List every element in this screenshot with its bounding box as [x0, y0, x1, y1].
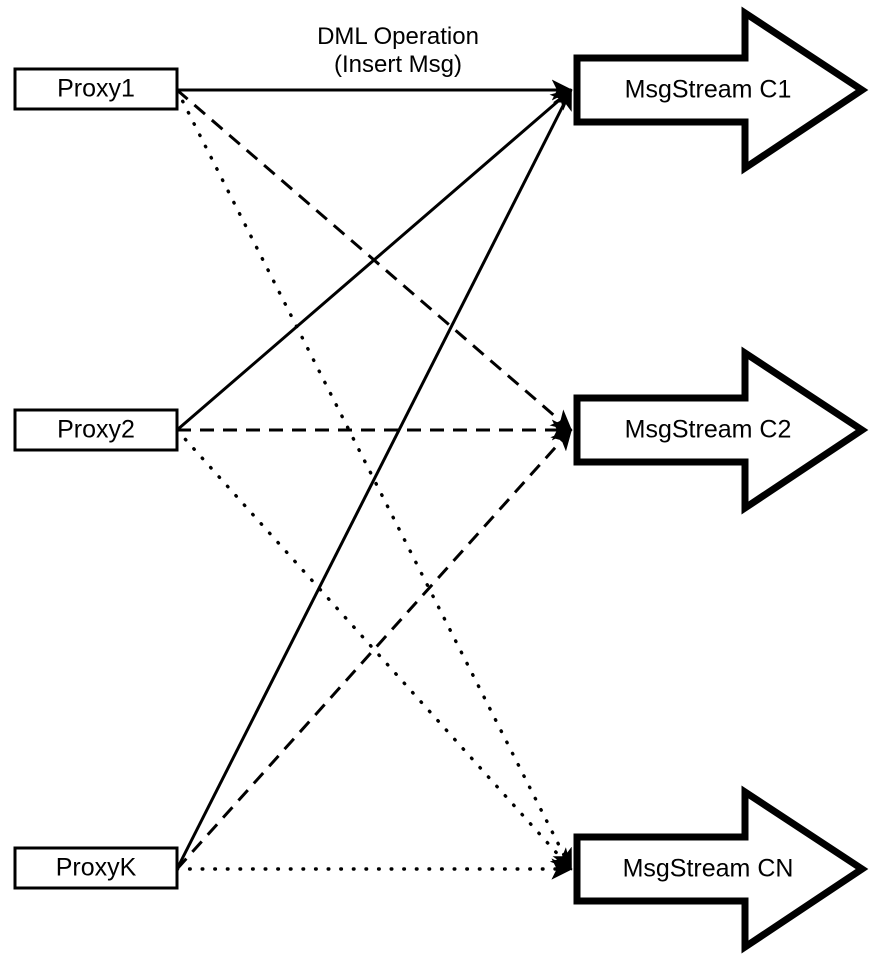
proxyk-box[interactable] — [13, 846, 179, 890]
dml-operation-annotation: DML Operation (Insert Msg) — [317, 23, 479, 78]
proxy2-box[interactable] — [13, 408, 179, 452]
stream-c1-arrow-shape[interactable] — [573, 6, 869, 175]
stream-cn-label: MsgStream CN — [623, 855, 794, 883]
proxy1-label: Proxy1 — [57, 75, 135, 103]
edge-layer — [175, 79, 573, 880]
proxy-node-group-1[interactable]: Proxy1 — [13, 67, 179, 111]
proxy-node-group-2[interactable]: Proxy2 — [13, 408, 179, 452]
stream-c2-arrow-shape[interactable] — [573, 346, 869, 515]
edge-proxyk-to-stream-c1[interactable] — [175, 88, 573, 870]
stream-cn-arrow-shape[interactable] — [573, 785, 869, 954]
stream-node-group-cn[interactable]: MsgStream CN — [573, 785, 869, 954]
edge-proxy2-to-stream-cn[interactable] — [175, 428, 573, 871]
proxyk-label: ProxyK — [56, 854, 137, 882]
proxy1-box[interactable] — [13, 67, 179, 111]
dml-operation-label-line2: (Insert Msg) — [334, 51, 462, 78]
stream-c2-label: MsgStream C2 — [625, 416, 792, 444]
stream-node-group-c2[interactable]: MsgStream C2 — [573, 346, 869, 515]
edge-proxy2-to-stream-c1[interactable] — [176, 88, 573, 432]
dml-operation-label-line1: DML Operation — [317, 23, 479, 50]
stream-node-group-c1[interactable]: MsgStream C1 — [573, 6, 869, 175]
stream-c1-label: MsgStream C1 — [625, 76, 792, 104]
proxy2-label: Proxy2 — [57, 416, 135, 444]
proxy-node-group-k[interactable]: ProxyK — [13, 846, 179, 890]
edge-proxyk-to-stream-c2[interactable] — [175, 428, 573, 871]
